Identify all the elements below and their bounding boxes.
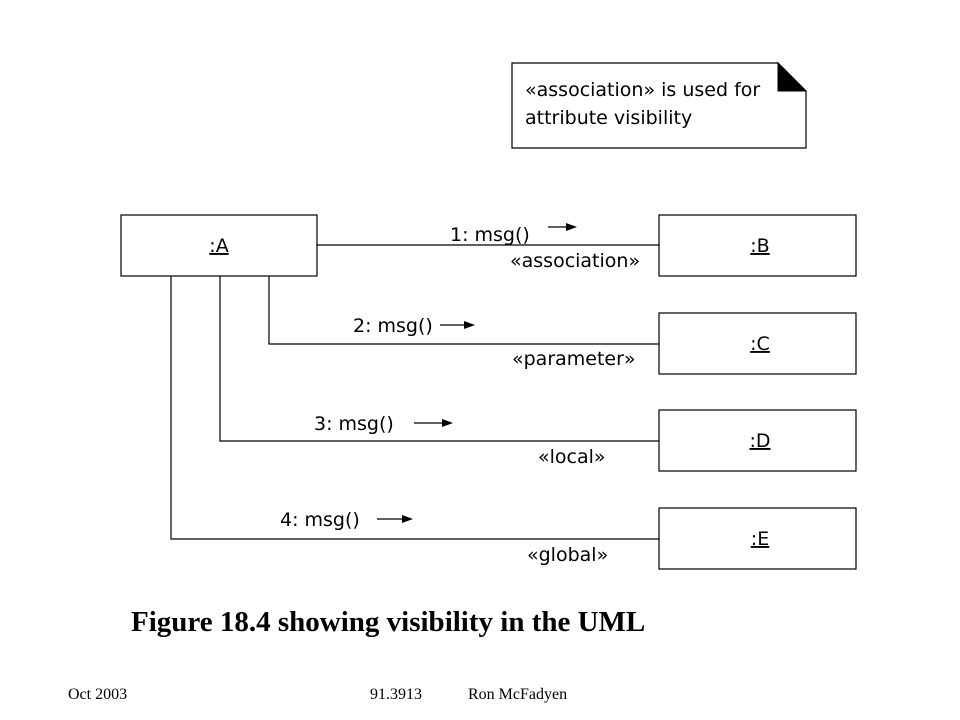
object-e-box [658,507,857,570]
message-4-label: 4: msg() [280,509,360,531]
link-line-parameter [268,276,659,345]
object-d-label: :D [749,430,770,452]
object-c: :C [658,312,857,375]
message-1-label: 1: msg() [450,224,530,246]
message-2-label: 2: msg() [353,315,433,337]
message-1: 1: msg() «association» [450,223,640,272]
footer-author: Ron McFadyen [468,686,568,703]
message-1-arrow-icon [566,223,577,231]
link-line-global [170,276,659,540]
object-a-box [120,214,318,277]
object-b-box [658,214,857,277]
object-e-label: :E [751,528,769,550]
message-4-arrow-icon [402,515,413,523]
note-line-2: attribute visibility [525,107,692,129]
link-line-local [219,276,659,442]
stereotype-local: «local» [538,446,606,468]
note-outline [511,62,807,149]
object-a: :A [120,214,318,277]
object-c-label: :C [750,333,770,355]
object-b: :B [658,214,857,277]
message-2: 2: msg() «parameter» [353,315,636,370]
stereotype-association: «association» [510,250,640,272]
footer-date: Oct 2003 [68,686,128,703]
object-b-label: :B [750,235,769,257]
object-d-box [658,409,857,472]
object-d: :D [658,409,857,472]
object-e: :E [658,507,857,570]
link-lines [170,244,659,540]
stereotype-parameter: «parameter» [512,348,636,370]
object-c-box [658,312,857,375]
message-3-arrow-icon [442,419,453,427]
message-2-arrow-icon [464,321,475,329]
object-a-label: :A [209,235,228,257]
stereotype-global: «global» [527,544,608,566]
message-3: 3: msg() «local» [314,413,606,468]
footer-course: 91.3913 [370,686,422,703]
message-3-label: 3: msg() [314,413,394,435]
figure-caption: Figure 18.4 showing visibility in the UM… [131,606,646,638]
note-line-1: «association» is used for [525,79,760,101]
uml-note: «association» is used for attribute visi… [511,61,808,149]
message-4: 4: msg() «global» [280,509,608,566]
note-fold-corner [777,61,808,92]
